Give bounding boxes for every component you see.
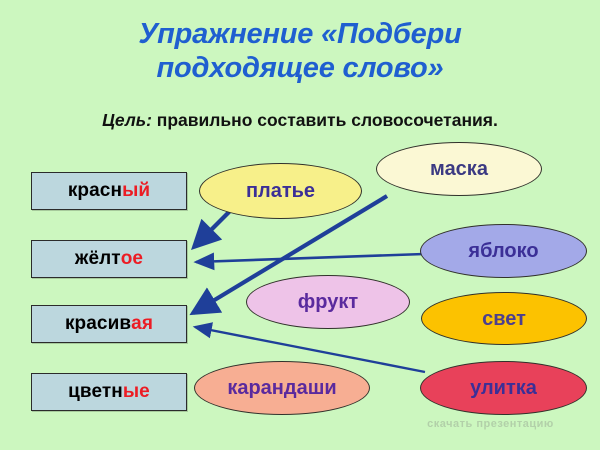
- adjective-stem: жёлт: [74, 248, 121, 269]
- adjective-ending: ые: [122, 381, 150, 402]
- goal-label: Цель:: [102, 110, 152, 130]
- adjective-stem: красив: [64, 313, 132, 334]
- noun-oval-frukt[interactable]: фрукт: [246, 275, 410, 329]
- adjective-stem: цветн: [68, 381, 123, 402]
- noun-oval-karandashi[interactable]: карандаши: [194, 361, 370, 415]
- adjective-stem: красн: [67, 180, 123, 201]
- adjective-ending: ое: [120, 248, 144, 269]
- page-title-line-1: Упражнение «Подбери: [138, 18, 462, 50]
- adjective-ending: ая: [131, 313, 154, 334]
- goal-text: правильно составить словосочетания.: [151, 110, 498, 130]
- noun-oval-yabloko[interactable]: яблоко: [420, 224, 587, 278]
- noun-oval-label: платье: [245, 180, 316, 202]
- arrow-yabloko-to-zheltoe: [193, 252, 425, 271]
- noun-oval-svet[interactable]: свет: [421, 292, 587, 345]
- noun-oval-label: карандаши: [227, 377, 337, 399]
- noun-oval-label: улитка: [470, 377, 537, 399]
- noun-oval-label: фрукт: [297, 291, 359, 313]
- arrow-plate-to-zheltoe: [191, 206, 235, 250]
- page-title: Упражнение «Подбери подходящее слово»: [0, 18, 600, 85]
- noun-oval-label: маска: [430, 158, 488, 180]
- page-title-line-2: подходящее слово»: [156, 51, 444, 84]
- noun-oval-label: свет: [482, 307, 526, 330]
- noun-oval-label: яблоко: [468, 240, 539, 262]
- noun-oval-ulitka[interactable]: улитка: [420, 361, 587, 415]
- adjective-ending: ый: [122, 180, 151, 201]
- watermark: скачать презентацию: [427, 418, 554, 430]
- noun-oval-plate[interactable]: платье: [199, 163, 362, 219]
- noun-oval-maska[interactable]: маска: [376, 142, 542, 196]
- goal-line: Цель: правильно составить словосочетания…: [0, 110, 600, 131]
